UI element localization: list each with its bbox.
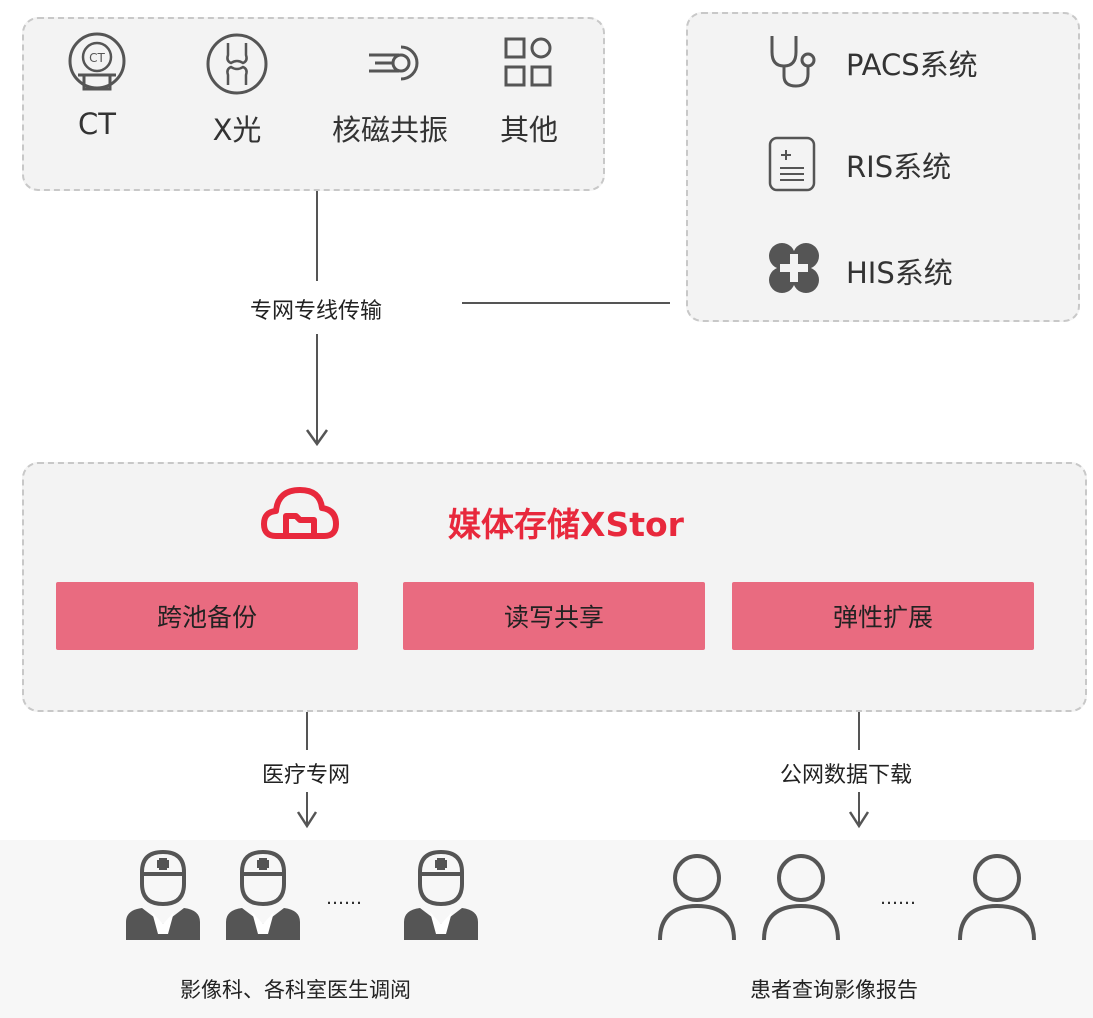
system-ris: RIS系统 [764,132,1064,192]
device-connector-bottom [316,334,318,444]
system-connector [462,302,670,304]
arrow-down-icon [296,811,318,829]
patient-icon [762,854,840,941]
arrow-down-icon [848,811,870,829]
right-connector-bottom [858,792,860,824]
patient-icon [958,854,1036,941]
device-other: 其他 [474,31,584,149]
system-label: HIS系统 [846,256,953,290]
system-his: HIS系统 [764,238,1064,298]
system-label: PACS系统 [846,48,978,82]
doctor-icon [404,850,478,940]
left-ellipsis: …… [326,888,362,909]
feature-elastic-scaling: 弹性扩展 [732,582,1034,650]
device-ct: CT CT [42,31,152,141]
left-branch-label: 医疗专网 [262,763,351,788]
cloud-folder-icon [261,487,339,539]
medical-cross-icon [769,243,819,293]
device-mri: 核磁共振 [320,31,460,149]
hospital-systems-panel: PACS系统 RIS系统 HIS系统 [686,12,1080,322]
system-pacs: PACS系统 [764,30,1064,90]
left-connector-bottom [306,792,308,824]
document-icon [768,136,816,192]
mri-icon [369,45,419,81]
device-xray: X光 [182,31,292,149]
patient-icon [658,854,736,941]
right-caption: 患者查询影像报告 [750,978,918,1002]
svg-text:CT: CT [89,51,105,65]
device-label: 核磁共振 [331,113,448,147]
device-label: X光 [212,113,262,147]
grid-icon [504,37,552,87]
feature-cross-pool-backup: 跨池备份 [56,582,358,650]
right-ellipsis: …… [880,888,916,909]
xstor-panel: 媒体存储XStor 跨池备份 读写共享 弹性扩展 [22,462,1087,712]
xstor-title: 媒体存储XStor [448,505,684,544]
left-connector-top [306,712,308,750]
stethoscope-icon [770,36,816,88]
system-label: RIS系统 [846,150,952,184]
left-caption: 影像科、各科室医生调阅 [180,978,411,1002]
imaging-devices-panel: CT CT X光 核磁共振 其他 [22,17,605,191]
right-branch-label: 公网数据下载 [780,763,913,788]
transfer-label: 专网专线传输 [250,299,383,324]
ct-scanner-icon: CT [68,32,126,91]
xray-joint-icon [206,33,268,95]
device-label: 其他 [499,113,558,147]
right-connector-top [858,712,860,750]
device-label: CT [78,107,116,141]
feature-read-write-share: 读写共享 [403,582,705,650]
doctor-icon [126,850,200,940]
device-connector-top [316,191,318,281]
arrow-down-icon [305,429,329,447]
doctor-icon [226,850,300,940]
